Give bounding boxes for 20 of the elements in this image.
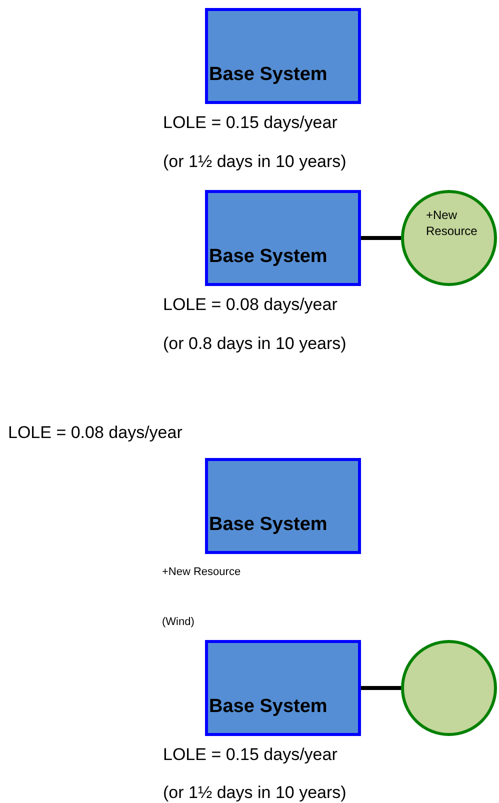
wind-note: (Wind)	[162, 615, 194, 630]
reliability-text: (or 1½ days in 10 years)	[163, 782, 346, 803]
system-box	[205, 640, 361, 736]
system-box	[205, 190, 361, 286]
node-label: Base System	[209, 695, 328, 719]
connector-line	[361, 236, 401, 240]
node-label: Base System	[209, 513, 328, 537]
reliability-text: LOLE = 0.15 days/year	[163, 744, 338, 766]
system-box	[205, 8, 361, 104]
lole-text: LOLE = 0.08 days/year	[8, 422, 182, 444]
system-box	[205, 458, 361, 554]
connector-line	[361, 686, 401, 690]
reliability-text: (or 0.8 days in 10 years)	[163, 333, 346, 355]
reliability-text: LOLE = 0.15 days/year	[163, 112, 338, 134]
node-label: Base System	[209, 245, 328, 269]
reliability-text: LOLE = 0.08 days/year	[163, 294, 338, 316]
reliability-text: (or 1½ days in 10 years)	[163, 151, 346, 173]
resource-note: +New Resource	[162, 565, 241, 580]
node-label: Base System	[209, 63, 328, 87]
node-label: +New Resource	[426, 207, 478, 239]
